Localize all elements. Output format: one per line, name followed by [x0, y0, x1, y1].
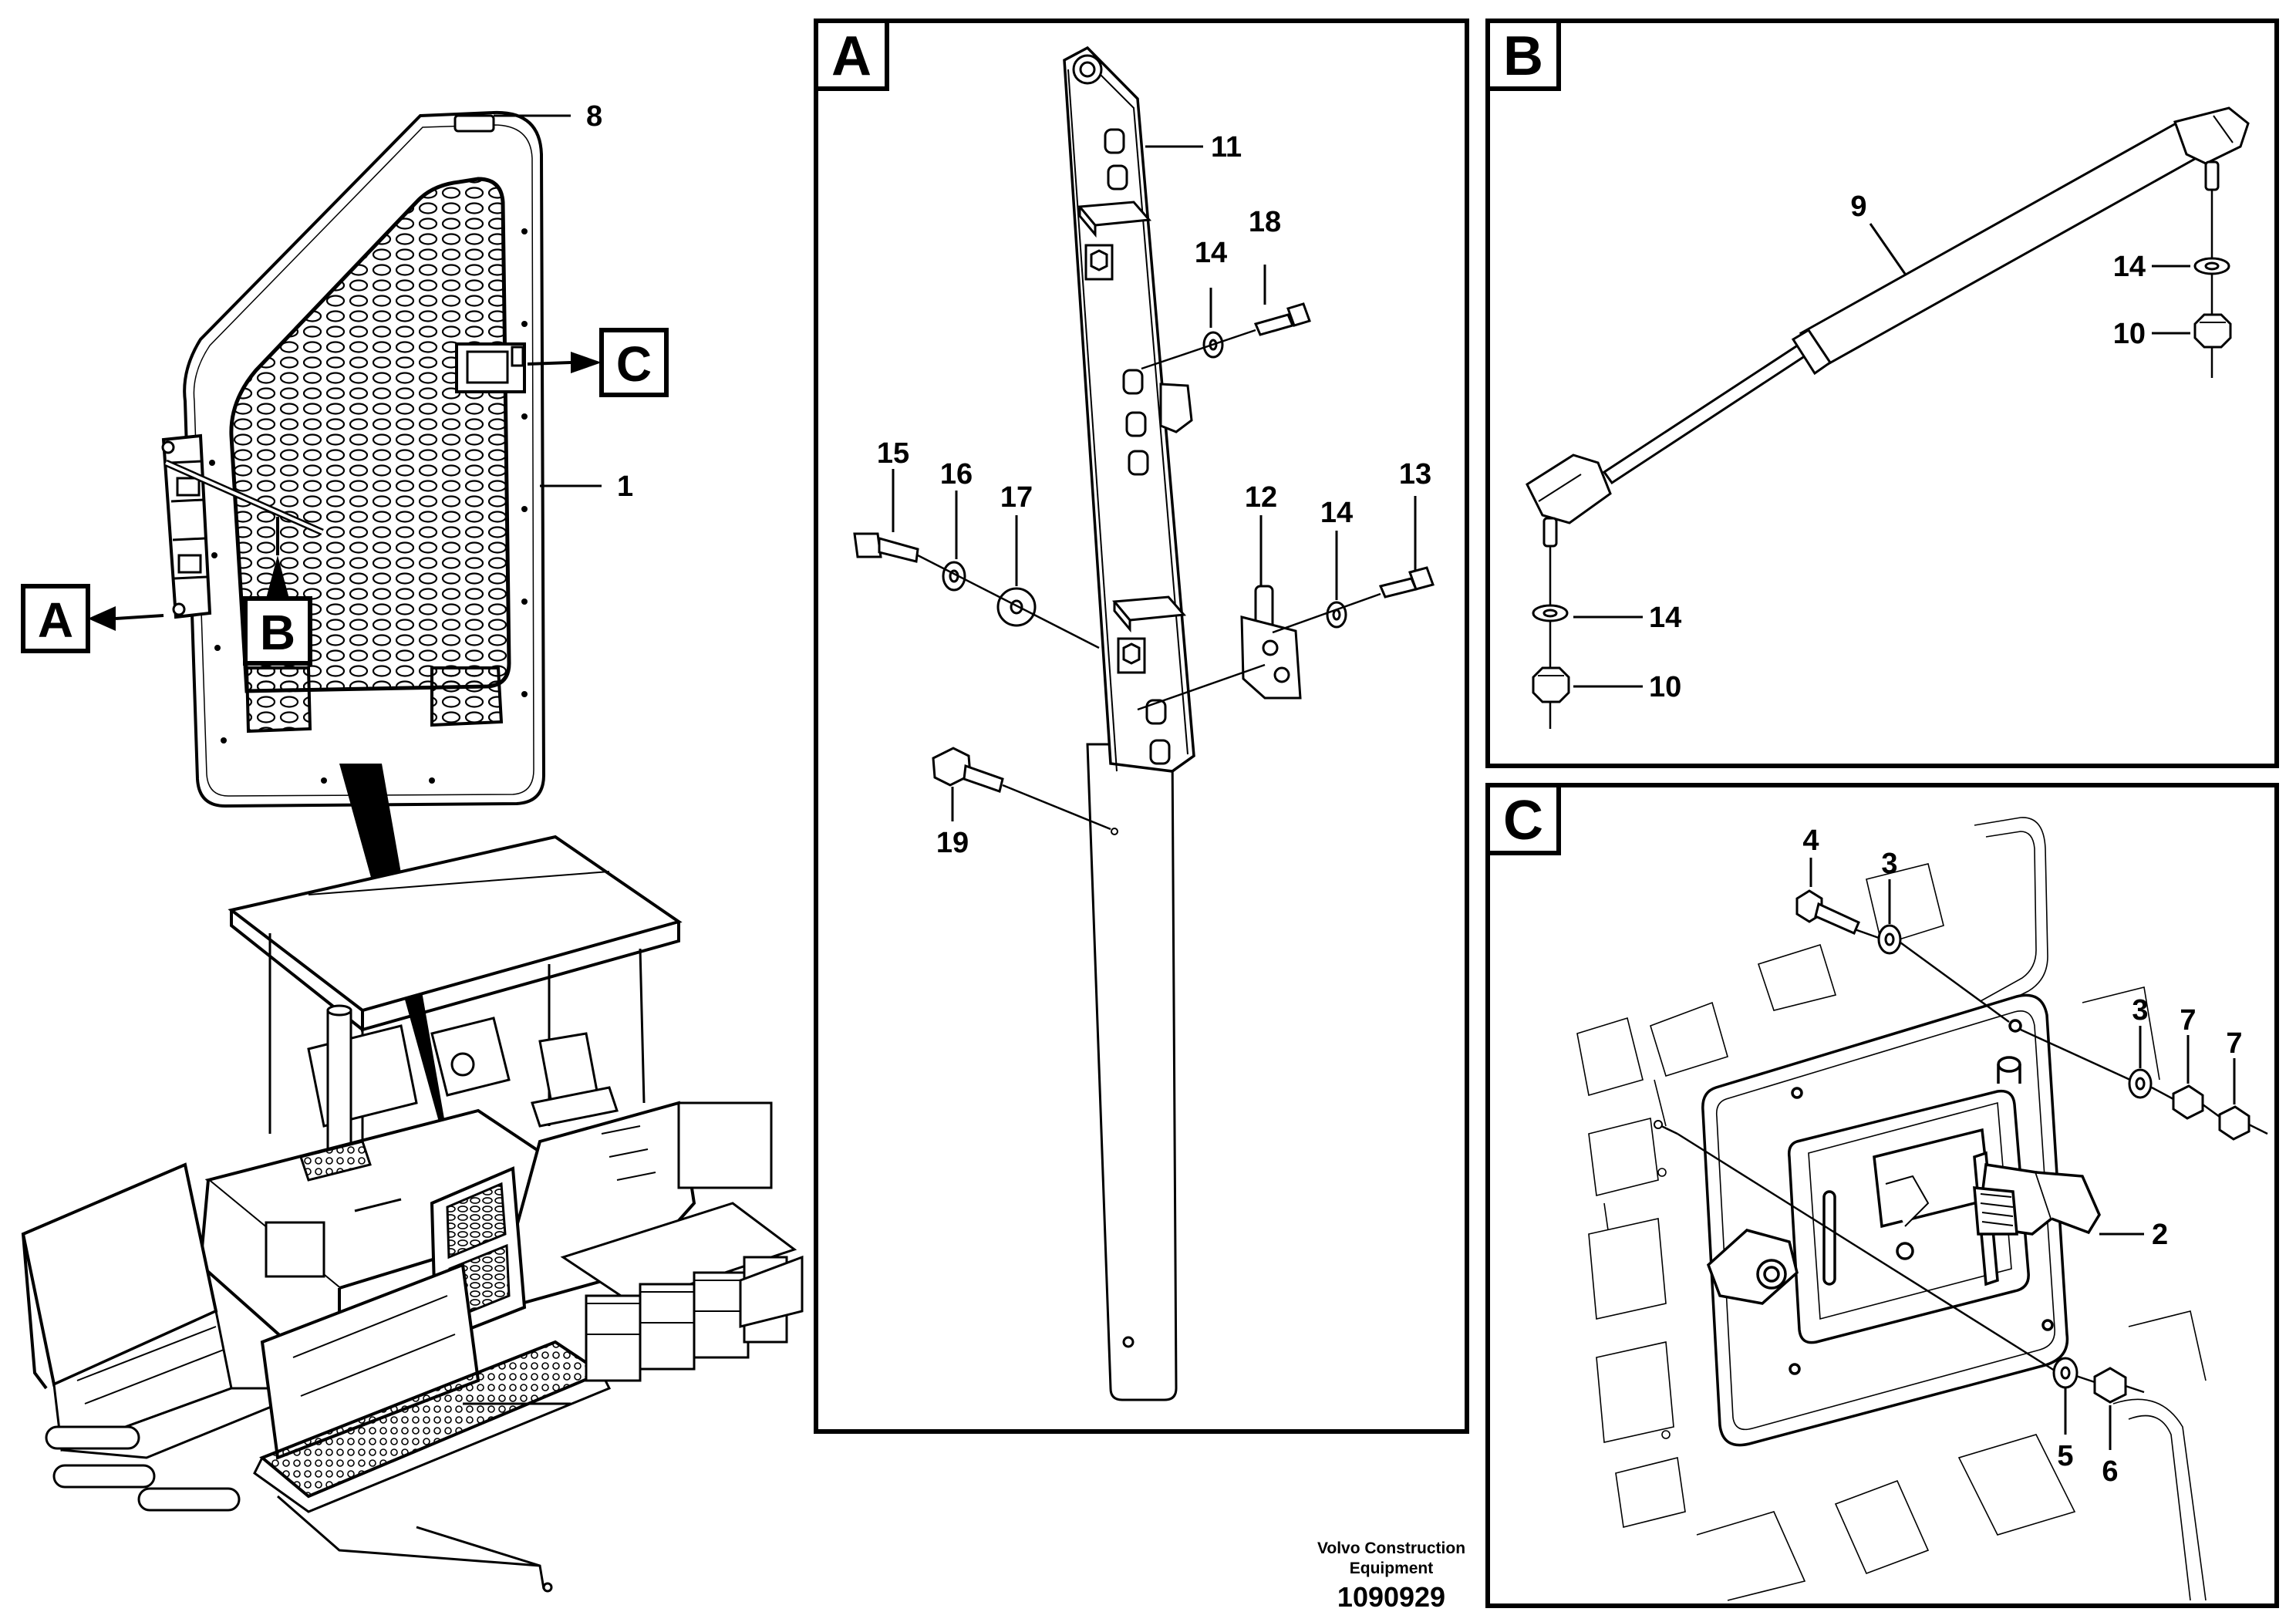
fastener-hardware: [853, 302, 1435, 793]
callout-10-b-lower: 10: [1649, 671, 1681, 703]
asphalt-paver-machine: [21, 835, 804, 1593]
hinge-strip-part-11: [1063, 46, 1195, 1401]
svg-text:C: C: [616, 336, 652, 392]
door-panel-part-1: [161, 110, 546, 808]
latch-part-2: [1701, 993, 2101, 1447]
callout-6: 6: [2102, 1455, 2118, 1488]
callout-16: 16: [940, 458, 973, 491]
callout-14-b-upper: 14: [2113, 251, 2146, 283]
hinge-pin-bracket-part-12: [1240, 585, 1302, 700]
strut-hardware: [1532, 257, 2232, 703]
panel-a-hinge-detail: A: [814, 19, 1469, 1434]
door-frame-background: [1576, 817, 2207, 1601]
panel-c-latch-detail: C: [1485, 783, 2279, 1608]
detail-tag-a-overview: A: [21, 584, 164, 653]
overview-view: 8 1 A B C: [21, 100, 804, 1593]
detail-tag-c-overview: C: [527, 328, 669, 397]
callout-4: 4: [1802, 824, 1819, 857]
callout-3-right: 3: [2132, 994, 2148, 1027]
callout-8: 8: [586, 100, 602, 133]
panel-b-gas-strut-detail: B: [1485, 19, 2279, 768]
brand-line-1: Volvo Construction: [1317, 1539, 1465, 1557]
panel-a-tag: A: [831, 25, 872, 87]
document-number: 1090929: [1337, 1581, 1445, 1613]
callout-19: 19: [936, 827, 969, 859]
callout-9: 9: [1850, 191, 1866, 223]
callout-2: 2: [2152, 1219, 2168, 1251]
callout-14-b-lower: 14: [1649, 602, 1681, 634]
brand-line-2: Equipment: [1350, 1560, 1434, 1577]
callout-10-b-upper: 10: [2113, 318, 2146, 350]
svg-text:B: B: [260, 605, 295, 660]
panel-c-tag: C: [1503, 790, 1543, 851]
callout-7-left: 7: [2180, 1004, 2196, 1037]
callout-12: 12: [1245, 481, 1277, 514]
gas-strut-part-9: [1526, 106, 2250, 548]
callout-15: 15: [877, 437, 909, 470]
callout-14-middle: 14: [1320, 497, 1353, 529]
callout-3-upper: 3: [1881, 848, 1897, 880]
latch-hardware: [1795, 889, 2250, 1404]
svg-text:A: A: [38, 592, 73, 648]
callout-1: 1: [617, 470, 633, 503]
callout-11: 11: [1211, 131, 1242, 164]
callout-18: 18: [1249, 206, 1281, 238]
footer-brand: Volvo Construction Equipment 1090929: [1317, 1539, 1465, 1613]
callout-7-right: 7: [2226, 1027, 2242, 1060]
panel-b-tag: B: [1503, 25, 1543, 87]
callout-17: 17: [1000, 481, 1033, 514]
detail-tag-b-overview: B: [243, 517, 312, 666]
callout-5: 5: [2057, 1440, 2073, 1472]
callout-13: 13: [1399, 458, 1431, 491]
callout-14-upper: 14: [1195, 237, 1227, 269]
